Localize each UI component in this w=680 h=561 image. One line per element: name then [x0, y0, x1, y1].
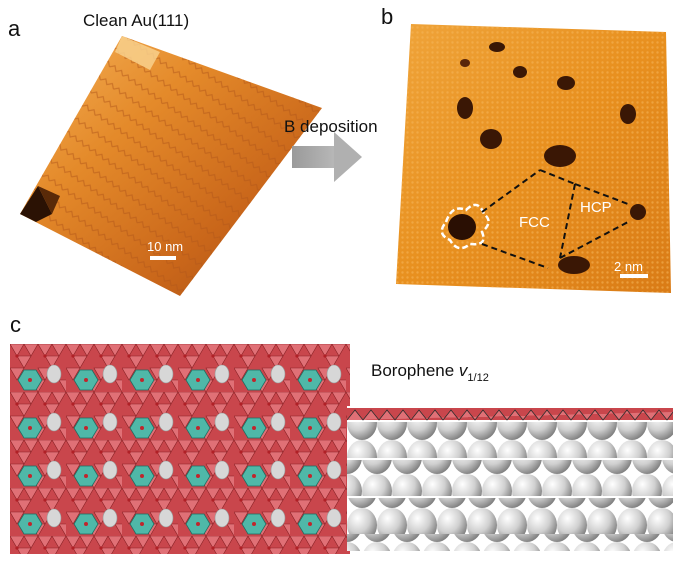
- panel-c-title: Borophene v1/12: [371, 361, 489, 385]
- panel-a-title: Clean Au(111): [83, 11, 190, 30]
- au111-terrace: [20, 36, 322, 296]
- deposition-arrow: [292, 132, 362, 182]
- panel-a-scale-label: 10 nm: [147, 239, 183, 254]
- borophene-top-view: [10, 344, 350, 554]
- panel-b-scale-label: 2 nm: [614, 259, 643, 274]
- panel-c-title-main: Borophene: [371, 361, 459, 380]
- panel-letter-c: c: [10, 312, 21, 337]
- borophene-stm-image: [396, 24, 671, 293]
- hcp-label: HCP: [580, 199, 612, 216]
- panel-letter-a: a: [8, 16, 21, 41]
- panel-c-title-var: v: [458, 361, 468, 380]
- deposition-label: B deposition: [284, 117, 378, 136]
- panel-letter-b: b: [381, 4, 394, 29]
- panel-b-scale-bar: [620, 274, 648, 278]
- panel-c-title-sub: 1/12: [467, 372, 489, 384]
- borophene-side-view: [347, 406, 673, 551]
- fcc-label: FCC: [519, 214, 550, 231]
- panel-a-scale-bar: [150, 256, 176, 260]
